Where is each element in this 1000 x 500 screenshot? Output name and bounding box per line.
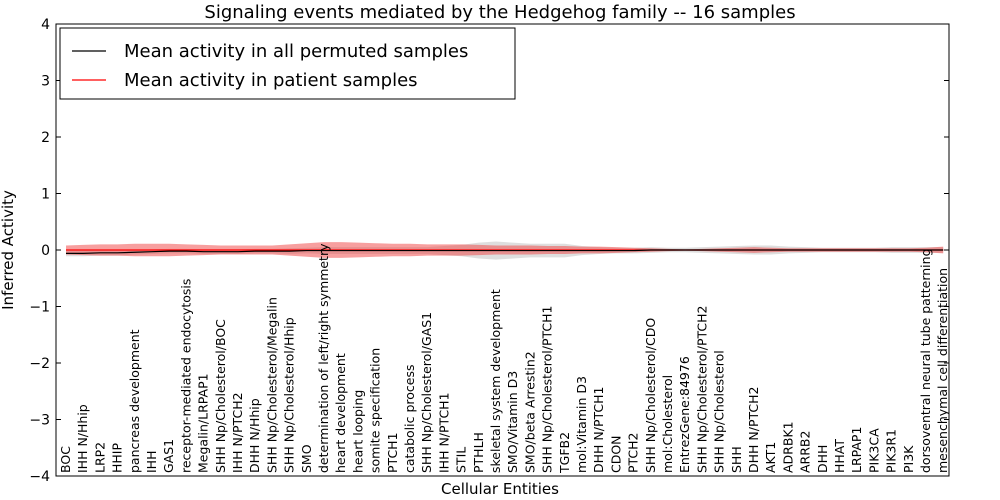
category-label: STIL [454,447,469,473]
category-label: determination of left/right symmetry [316,243,331,473]
legend: Mean activity in all permuted samples Me… [59,27,516,100]
category-label: PIK3R1 [884,429,899,473]
category-label: BOC [58,446,73,473]
category-label: ARRB2 [798,431,813,473]
plot-frame [55,23,950,477]
y-tick-label: −4 [29,469,50,485]
category-label: PTHLH [471,432,486,473]
category-label: heart development [333,353,348,473]
category-label: ADRBK1 [780,421,795,473]
category-label: receptor-mediated endocytosis [178,279,193,473]
category-label: catabolic process [402,364,417,473]
category-label: SHH Np/Cholesterol [712,350,727,473]
category-label: CDON [608,435,623,473]
chart-title: Signaling events mediated by the Hedgeho… [204,2,795,23]
category-label: IHH N/PTCH1 [436,392,451,473]
y-tick-label: −3 [29,413,50,429]
category-label: DHH N/PTCH2 [746,387,761,473]
category-label: IHH [144,451,159,474]
category-label: SHH Np/Cholesterol/GAS1 [419,312,434,473]
category-label: mol:Cholesterol [660,375,675,473]
category-label: SMO/beta Arrestin2 [522,351,537,473]
category-label: SHH [729,446,744,473]
category-label: HHIP [110,443,125,473]
category-label: PIK3CA [866,428,881,473]
category-label: dorsoventral neural tube patterning [918,249,933,474]
x-axis-title: Cellular Entities [441,480,559,498]
y-tick-label: 2 [41,130,50,146]
category-label: SHH Np/Cholesterol/PTCH1 [540,306,555,474]
category-label: Megalin/LRPAP1 [196,373,211,473]
y-tick-label: −1 [29,300,50,316]
category-label: LRPAP1 [849,427,864,473]
category-label: skeletal system development [488,289,503,473]
category-label: PTCH1 [385,432,400,473]
category-label: heart looping [350,390,365,473]
category-label: somite specification [368,348,383,473]
category-label: SHH Np/Cholesterol/Hhip [282,317,297,473]
category-label: SMO [299,444,314,473]
category-label: IHH N/PTCH2 [230,392,245,473]
category-label: AKT1 [763,442,778,473]
legend-box [59,27,516,100]
category-label: EntrezGene:84976 [677,356,692,473]
category-label: DHH N/Hhip [247,398,262,473]
category-label: PTCH2 [626,432,641,473]
category-label: GAS1 [161,439,176,473]
category-label: SHH Np/Cholesterol/BOC [213,319,228,473]
category-label: TGFB2 [557,432,572,474]
series-lines [66,249,944,254]
legend-label-patient: Mean activity in patient samples [124,70,418,91]
y-tick-label: 4 [41,17,50,33]
y-tick-label: 0 [41,243,50,259]
category-label: HHAT [832,439,847,473]
category-label: SMO/Vitamin D3 [505,371,520,473]
y-axis-ticks: −4 −3 −2 −1 0 1 2 3 4 [29,17,949,485]
category-label: DHH [815,445,830,473]
y-axis-title: Inferred Activity [0,190,17,310]
category-label: SHH Np/Cholesterol/CDO [643,318,658,473]
category-label: SHH Np/Cholesterol/Megalin [264,297,279,473]
category-label: IHH N/Hhip [75,404,90,473]
category-label: mesenchymal cell differentiation [935,268,950,473]
y-tick-label: 1 [41,187,50,203]
category-label: DHH N/PTCH1 [591,387,606,473]
y-tick-label: 3 [41,74,50,90]
legend-label-permuted: Mean activity in all permuted samples [124,41,468,62]
category-label: PI3K [901,445,916,473]
y-tick-label: −2 [29,356,50,372]
line-permuted [66,249,944,254]
category-label: SHH Np/Cholesterol/PTCH2 [694,306,709,474]
category-label: LRP2 [92,442,107,473]
category-label: mol:Vitamin D3 [574,376,589,473]
category-label: pancreas development [127,329,142,473]
